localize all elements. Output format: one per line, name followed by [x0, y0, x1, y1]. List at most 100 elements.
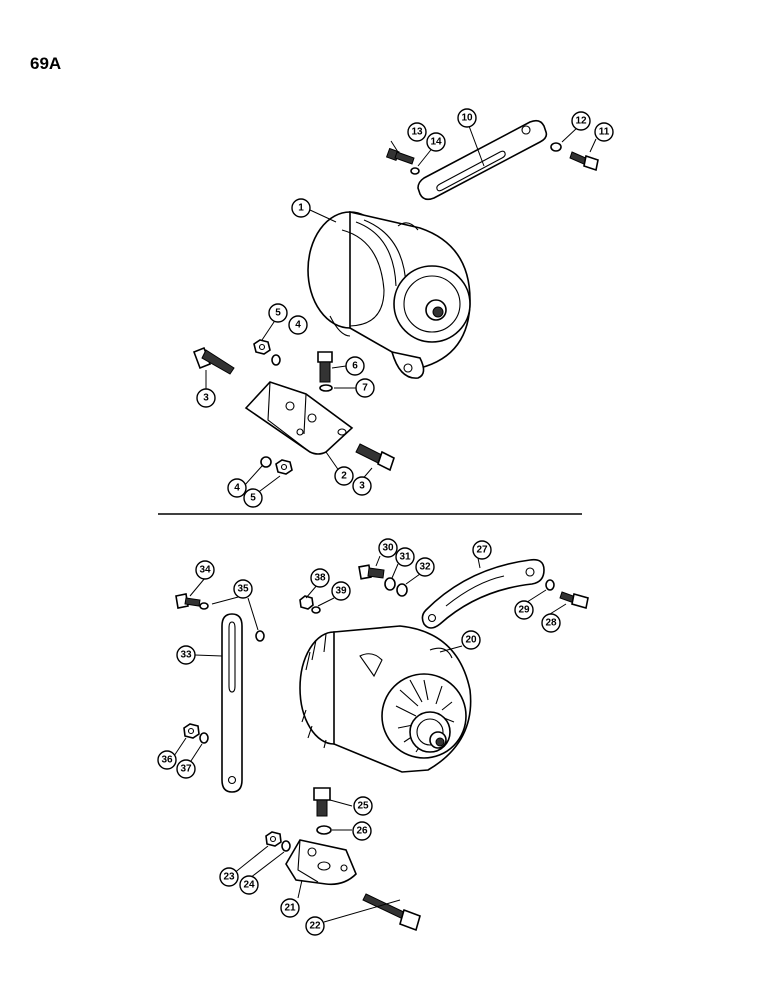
- nut-38: [299, 595, 314, 610]
- adjusting-strap-lower: [421, 558, 545, 629]
- svg-text:3: 3: [203, 393, 209, 404]
- alternator-upper: [307, 210, 471, 379]
- svg-text:12: 12: [575, 116, 587, 127]
- svg-text:23: 23: [223, 872, 235, 883]
- callout-25: 25: [353, 796, 373, 816]
- callout-3-upper: 3: [196, 388, 216, 408]
- svg-text:3: 3: [359, 481, 365, 492]
- callout-2: 2: [334, 466, 354, 486]
- svg-text:5: 5: [275, 308, 281, 319]
- callout-38: 38: [310, 568, 330, 588]
- svg-text:39: 39: [335, 586, 347, 597]
- svg-text:34: 34: [199, 565, 211, 576]
- washer-32: [396, 583, 408, 597]
- washer-4-upper: [271, 354, 281, 366]
- callout-3-lower: 3: [352, 476, 372, 496]
- washer-24: [281, 840, 291, 852]
- bolt-28: [559, 591, 589, 610]
- callout-39: 39: [331, 581, 351, 601]
- callout-37: 37: [176, 759, 196, 779]
- svg-text:14: 14: [430, 137, 442, 148]
- callout-10: 10: [457, 108, 477, 128]
- svg-text:32: 32: [419, 562, 431, 573]
- callout-5-upper: 5: [268, 303, 288, 323]
- callout-5-lower: 5: [243, 488, 263, 508]
- callout-13: 13: [407, 122, 427, 142]
- svg-text:25: 25: [357, 801, 369, 812]
- svg-text:11: 11: [599, 127, 610, 138]
- callout-35: 35: [233, 579, 253, 599]
- svg-text:38: 38: [314, 573, 326, 584]
- svg-text:27: 27: [476, 545, 488, 556]
- washer-29: [545, 579, 555, 591]
- washer-31: [384, 577, 396, 591]
- washer-4-lower: [260, 456, 272, 468]
- callout-30: 30: [378, 538, 398, 558]
- callout-23: 23: [219, 867, 239, 887]
- lock-washer-7: [319, 384, 333, 392]
- bolt-13: [385, 147, 415, 165]
- svg-text:29: 29: [518, 605, 530, 616]
- callout-33: 33: [176, 645, 196, 665]
- mounting-bracket-lower: [285, 839, 357, 886]
- washer-35a: [199, 602, 209, 610]
- svg-text:35: 35: [237, 584, 249, 595]
- callout-20: 20: [461, 630, 481, 650]
- bolt-34: [175, 593, 201, 609]
- callout-27: 27: [472, 540, 492, 560]
- svg-text:37: 37: [180, 764, 192, 775]
- callout-4-upper: 4: [288, 315, 308, 335]
- callout-1: 1: [291, 198, 311, 218]
- callout-12: 12: [571, 111, 591, 131]
- svg-text:31: 31: [399, 552, 411, 563]
- callout-4-lower: 4: [227, 478, 247, 498]
- svg-text:24: 24: [243, 880, 255, 891]
- upper-leader-lines: [205, 125, 597, 495]
- bolt-3-upper: [192, 346, 235, 375]
- svg-text:13: 13: [411, 127, 423, 138]
- bolt-22: [362, 893, 421, 932]
- callout-22: 22: [305, 916, 325, 936]
- nut-5-upper: [253, 339, 271, 355]
- svg-text:22: 22: [309, 921, 321, 932]
- mounting-bracket-upper: [244, 381, 354, 455]
- svg-text:36: 36: [161, 755, 173, 766]
- washer-35b: [255, 630, 265, 642]
- bolt-11: [569, 151, 599, 172]
- washer-37: [199, 732, 209, 744]
- svg-text:1: 1: [298, 203, 304, 214]
- svg-text:5: 5: [250, 493, 256, 504]
- svg-text:21: 21: [284, 903, 296, 914]
- washer-39: [311, 606, 321, 614]
- svg-text:33: 33: [180, 650, 192, 661]
- lock-washer-26: [316, 825, 332, 835]
- bolt-25: [313, 787, 331, 817]
- callout-6: 6: [345, 356, 365, 376]
- svg-text:2: 2: [341, 471, 347, 482]
- svg-text:20: 20: [465, 635, 477, 646]
- callout-7: 7: [355, 378, 375, 398]
- bolt-30: [358, 564, 385, 580]
- svg-text:7: 7: [362, 383, 368, 394]
- callout-14: 14: [426, 132, 446, 152]
- washer-12: [550, 142, 562, 152]
- callout-21: 21: [280, 898, 300, 918]
- page-number-label: 69A: [30, 54, 62, 73]
- bolt-3-lower: [355, 443, 395, 472]
- callout-28: 28: [541, 613, 561, 633]
- svg-text:28: 28: [545, 618, 557, 629]
- svg-text:26: 26: [356, 826, 368, 837]
- callout-29: 29: [514, 600, 534, 620]
- callout-36: 36: [157, 750, 177, 770]
- nut-36: [183, 723, 200, 739]
- bolt-6: [317, 351, 333, 383]
- callout-34: 34: [195, 560, 215, 580]
- nut-5-lower: [275, 459, 293, 475]
- nut-23: [265, 831, 282, 847]
- svg-text:6: 6: [352, 361, 358, 372]
- callout-26: 26: [352, 821, 372, 841]
- callout-24: 24: [239, 875, 259, 895]
- alternator-lower: [299, 625, 472, 773]
- washer-14: [410, 167, 420, 175]
